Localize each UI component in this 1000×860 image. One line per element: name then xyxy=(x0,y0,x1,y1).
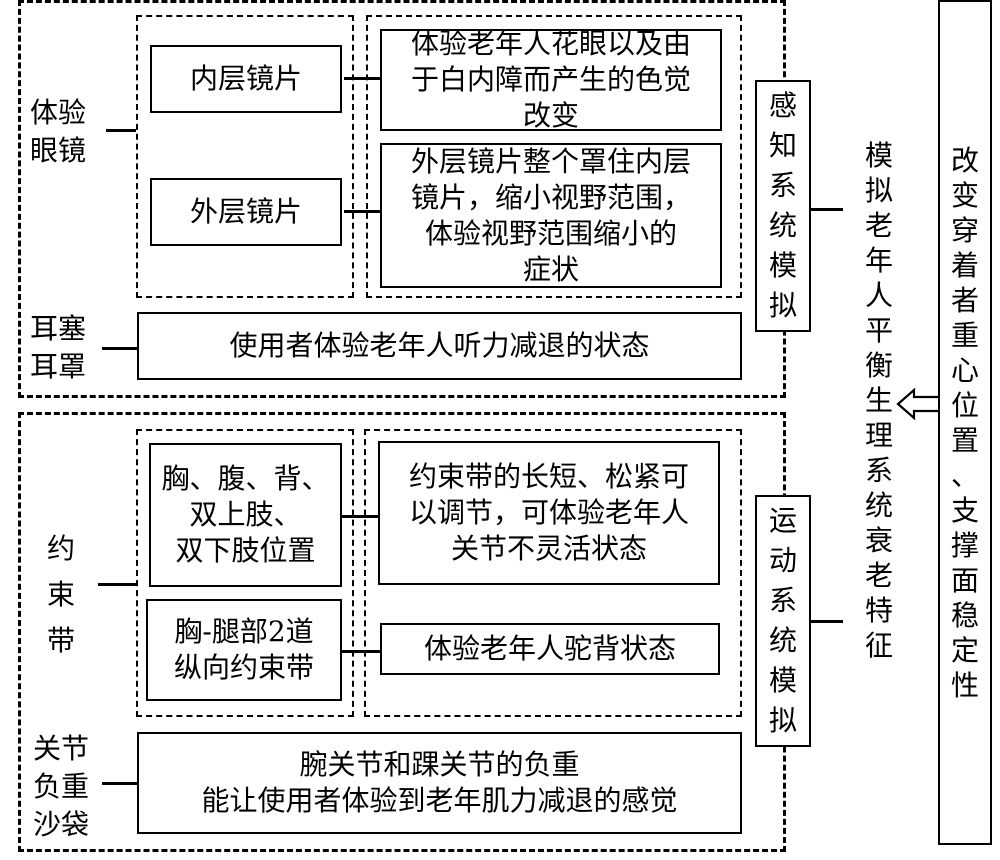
strap-label: 约束带 xyxy=(40,525,82,665)
right-effect-box: 改变穿着者重心位置、支撑面稳定性 xyxy=(938,0,992,845)
center-label-char: 老 xyxy=(864,208,893,242)
motor-system-label-char: 运 xyxy=(768,504,797,537)
center-label-char: 生 xyxy=(864,383,893,417)
sensory-system-label-char: 统 xyxy=(768,209,797,242)
center-label-char: 衰 xyxy=(864,523,893,557)
right-effect-label-char: 稳 xyxy=(950,598,979,632)
strap-position-connector xyxy=(342,515,382,518)
motor-system-label-char: 动 xyxy=(768,544,797,577)
strap-group-frame xyxy=(136,429,354,717)
right-effect-label-char: 心 xyxy=(950,353,979,387)
lens-group-frame xyxy=(136,15,354,298)
sensory-system-label-char: 模 xyxy=(768,249,797,282)
motor-system-label-char: 系 xyxy=(768,584,797,617)
inner-lens-desc: 体验老年人花眼以及由 于白内障而产生的色觉 改变 xyxy=(380,27,722,132)
outer-lens-connector xyxy=(344,210,382,213)
right-effect-label-char: 支 xyxy=(950,493,979,527)
outer-lens-box: 外层镜片 xyxy=(150,178,342,246)
right-effect-label-char: 着 xyxy=(950,248,979,282)
strap-desc-group-frame xyxy=(364,429,742,717)
sandbag-connector xyxy=(102,782,138,785)
right-effect-label-char: 撑 xyxy=(950,528,979,562)
center-label: 模拟老年人平衡生理系统衰老特征 xyxy=(858,139,900,662)
right-effect-label-char: 定 xyxy=(950,633,979,667)
ear-desc: 使用者体验老年人听力减退的状态 xyxy=(137,312,742,380)
inner-lens-connector xyxy=(344,77,382,80)
lens-desc-group-frame xyxy=(366,15,742,298)
ear-connector xyxy=(102,347,138,350)
strap-position-desc: 约束带的长短、松紧可 以调节，可体验老年人 关节不灵活状态 xyxy=(378,441,720,585)
sensory-system-label-char: 拟 xyxy=(768,289,797,322)
strap-vertical-connector xyxy=(342,650,382,653)
right-effect-label-char: 、 xyxy=(950,458,979,492)
right-effect-label-char: 重 xyxy=(950,318,979,352)
sensory-system-box: 感知系统模拟 xyxy=(755,80,811,332)
right-effect-label-char: 者 xyxy=(950,283,979,317)
strap-label-char: 带 xyxy=(46,624,75,657)
strap-label-char: 约 xyxy=(46,532,75,565)
inner-lens-box: 内层镜片 xyxy=(150,45,342,113)
ear-label: 耳塞 耳罩 xyxy=(30,312,87,383)
sandbag-desc: 腕关节和踝关节的负重 能让使用者体验到老年肌力减退的感觉 xyxy=(137,732,742,834)
center-label-char: 系 xyxy=(864,453,893,487)
strap-position-box: 胸、腹、背、 双上肢、 双下肢位置 xyxy=(149,443,342,587)
right-effect-label-char: 置 xyxy=(950,423,979,457)
center-label-char: 年 xyxy=(864,243,893,277)
hollow-left-arrow-icon xyxy=(896,387,942,421)
center-label-char: 征 xyxy=(864,628,893,662)
glasses-label: 体验 眼镜 xyxy=(30,96,87,167)
strap-vertical-desc: 体验老年人驼背状态 xyxy=(380,623,720,675)
outer-lens-desc: 外层镜片整个罩住内层 镜片，缩小视野范围， 体验视野范围缩小的 症状 xyxy=(380,143,722,288)
right-effect-label-char: 穿 xyxy=(950,213,979,247)
right-effect-label-char: 面 xyxy=(950,563,979,597)
strap-label-char: 束 xyxy=(46,578,75,611)
center-label-char: 人 xyxy=(864,278,893,312)
center-label-char: 拟 xyxy=(864,173,893,207)
right-effect-label-char: 变 xyxy=(950,178,979,212)
center-label-char: 特 xyxy=(864,593,893,627)
sensory-system-label-char: 知 xyxy=(768,129,797,162)
strap-vertical-box: 胸-腿部2道 纵向约束带 xyxy=(146,599,342,701)
center-label-char: 统 xyxy=(864,488,893,522)
sensory-connector xyxy=(811,208,843,211)
sensory-system-label-char: 系 xyxy=(768,169,797,202)
strap-connector xyxy=(98,583,138,586)
center-label-char: 模 xyxy=(864,138,893,172)
motor-system-label-char: 统 xyxy=(768,624,797,657)
motor-connector xyxy=(811,620,843,623)
right-effect-label-char: 性 xyxy=(950,668,979,702)
right-effect-label-char: 位 xyxy=(950,388,979,422)
motor-system-box: 运动系统模拟 xyxy=(755,495,811,747)
right-effect-label-char: 改 xyxy=(950,143,979,177)
motor-system-label-char: 拟 xyxy=(768,704,797,737)
glasses-connector xyxy=(106,129,136,132)
center-label-char: 平 xyxy=(864,313,893,347)
sensory-system-label-char: 感 xyxy=(768,89,797,122)
center-label-char: 理 xyxy=(864,418,893,452)
sandbag-label: 关节 负重 沙袋 xyxy=(33,732,90,841)
center-label-char: 衡 xyxy=(864,348,893,382)
motor-system-label-char: 模 xyxy=(768,664,797,697)
center-label-char: 老 xyxy=(864,558,893,592)
